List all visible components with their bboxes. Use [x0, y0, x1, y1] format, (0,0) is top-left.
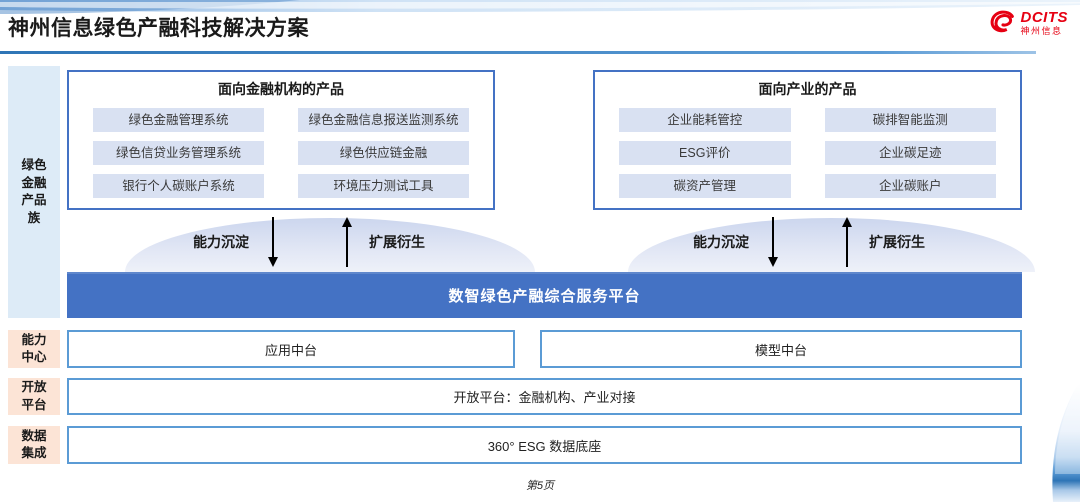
products-box-financial-title: 面向金融机构的产品: [218, 81, 344, 97]
esg-data-base-row: 360° ESG 数据底座: [67, 426, 1022, 464]
arrow-down-icon: [768, 217, 778, 267]
open-platform-row: 开放平台：金融机构、产业对接: [67, 378, 1022, 415]
flow-sink-label: 能力沉淀: [693, 234, 749, 250]
sidebar-label-text: 开放平台: [21, 380, 47, 412]
top-swoosh-decoration: [0, 0, 1080, 14]
sidebar-label-open-platform: 开放平台: [8, 378, 60, 415]
product-item: 绿色金融信息报送监测系统: [298, 108, 469, 132]
arrow-up-icon: [342, 217, 352, 267]
products-box-industry: 面向产业的产品 企业能耗管控 碳排智能监测 ESG评价 企业碳足迹 碳资产管理 …: [593, 70, 1022, 210]
products-grid-industry: 企业能耗管控 碳排智能监测 ESG评价 企业碳足迹 碳资产管理 企业碳账户: [595, 99, 1020, 198]
flow-derive-label: 扩展衍生: [369, 234, 425, 250]
product-item: 绿色金融管理系统: [93, 108, 264, 132]
sidebar-label-text: 能力中心: [21, 332, 47, 365]
product-item: 企业碳足迹: [824, 141, 996, 165]
flow-derive-label: 扩展衍生: [869, 234, 925, 250]
products-box-financial: 面向金融机构的产品 绿色金融管理系统 绿色金融信息报送监测系统 绿色信贷业务管理…: [67, 70, 495, 210]
middle-platform-model: 模型中台: [540, 330, 1022, 368]
company-logo: DCITS 神州信息: [986, 7, 1069, 39]
sidebar-label-text: 绿色金融产品族: [21, 158, 47, 225]
bottom-right-swoosh-decoration: [1052, 384, 1080, 502]
dcits-swirl-icon: [990, 10, 1014, 33]
flow-group-left: 能力沉淀 扩展衍生: [193, 212, 425, 272]
sidebar-label-data-integration: 数据集成: [8, 426, 60, 464]
product-item: 环境压力测试工具: [298, 174, 469, 198]
product-item: 银行个人碳账户系统: [93, 174, 264, 198]
platform-banner: 数智绿色产融综合服务平台: [67, 272, 1022, 318]
logo-brand-cn: 神州信息: [1020, 26, 1063, 36]
flow-sink-label: 能力沉淀: [193, 234, 249, 250]
products-box-industry-title: 面向产业的产品: [758, 81, 857, 97]
product-item: 企业碳账户: [824, 174, 996, 198]
product-item: 碳排智能监测: [824, 108, 996, 132]
sidebar-label-capability-center: 能力中心: [8, 330, 60, 368]
header-divider: [0, 51, 1036, 54]
arrow-down-icon: [268, 217, 278, 267]
flow-group-right: 能力沉淀 扩展衍生: [693, 212, 925, 272]
logo-text: DCITS 神州信息: [1021, 10, 1069, 36]
page-number: 第5页: [525, 480, 555, 492]
product-item: 绿色信贷业务管理系统: [93, 141, 264, 165]
product-item: ESG评价: [619, 141, 791, 165]
middle-platform-app: 应用中台: [67, 330, 515, 368]
product-item: 企业能耗管控: [619, 108, 791, 132]
arrow-up-icon: [842, 217, 852, 267]
logo-brand: DCITS: [1020, 9, 1068, 26]
product-item: 碳资产管理: [619, 174, 791, 198]
page-title: 神州信息绿色产融科技解决方案: [8, 17, 309, 40]
products-grid-financial: 绿色金融管理系统 绿色金融信息报送监测系统 绿色信贷业务管理系统 绿色供应链金融…: [69, 99, 493, 198]
sidebar-label-product-family: 绿色金融产品族: [8, 66, 60, 318]
sidebar-label-text: 数据集成: [21, 428, 47, 461]
product-item: 绿色供应链金融: [298, 141, 469, 165]
